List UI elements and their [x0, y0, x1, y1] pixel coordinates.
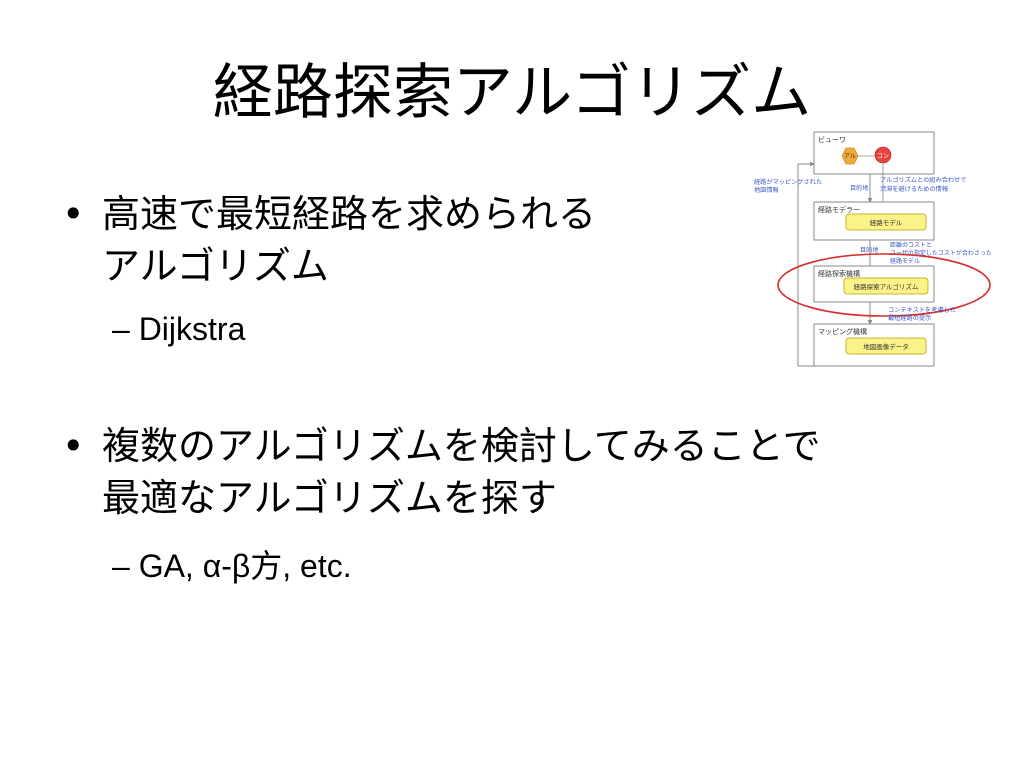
- route-model-box-label: 経路モデル: [870, 218, 903, 227]
- note-dest-2: 目的地: [860, 246, 879, 254]
- note-right2-top: 距離のコストと: [890, 241, 932, 249]
- route-search-box-label: 経路探索アルゴリズム: [854, 282, 919, 291]
- sub-bullet-1: – Dijkstra: [112, 311, 246, 347]
- viewer-node-right: コン: [877, 153, 889, 160]
- sub-bullet-2: – GA, α-β方, etc.: [112, 548, 352, 584]
- bullet-line: 複数のアルゴリズムを検討してみることで: [102, 424, 821, 468]
- bullet-item-2: • 複数のアルゴリズムを検討してみることで 最適なアルゴリズムを探す: [62, 420, 821, 524]
- slide-title: 経路探索アルゴリズム: [212, 58, 812, 128]
- note-right1-bottom: 渋滞を避けるための情報: [880, 185, 948, 193]
- route-search-box: [843, 277, 929, 295]
- mapping-box-label: 地図画像データ: [863, 342, 909, 351]
- mapping-box: [845, 337, 927, 355]
- note-right1-top: アルゴリズムとの組み合わせで: [880, 176, 966, 184]
- note-right3-top: コンテキストを考慮した: [888, 306, 956, 314]
- bullet-line: アルゴリズム: [102, 244, 329, 288]
- feedback-line: [797, 161, 816, 367]
- route-search-label: 経路探索機構: [818, 269, 860, 278]
- viewer-panel: [813, 131, 935, 175]
- highlight-ellipse: [777, 253, 991, 317]
- note-left-bottom: 地図情報: [754, 186, 779, 194]
- note-right2-mid: ユーザの指定したコストが合わさった: [890, 249, 992, 257]
- viewer-label: ビューワ: [818, 135, 846, 144]
- route-model-box: [845, 213, 927, 231]
- note-left-top: 経路がマッピングされた: [754, 178, 822, 186]
- note-right2-bottom: 経路モデル: [890, 257, 920, 265]
- bullet-marker: •: [62, 424, 85, 468]
- algorithm-hex-icon: [841, 147, 859, 165]
- bullet-line: 高速で最短経路を求められる: [102, 192, 597, 236]
- viewer-node-left: アル: [844, 153, 856, 160]
- route-modeler-label: 経路モデラー: [818, 205, 860, 214]
- architecture-diagram: ビューワ アル コン 経路がマッピングされた 地図情報 目的地 アルゴリズムとの…: [750, 126, 992, 372]
- bullet-item-1: • 高速で最短経路を求められる アルゴリズム: [62, 188, 596, 292]
- note-right3-bottom: 最短経路の提示: [888, 314, 931, 322]
- bullet-line: 最適なアルゴリズムを探す: [102, 476, 557, 520]
- bullet-marker: •: [62, 192, 85, 236]
- note-dest-1: 目的地: [850, 184, 869, 192]
- mapping-label: マッピング機構: [818, 327, 867, 336]
